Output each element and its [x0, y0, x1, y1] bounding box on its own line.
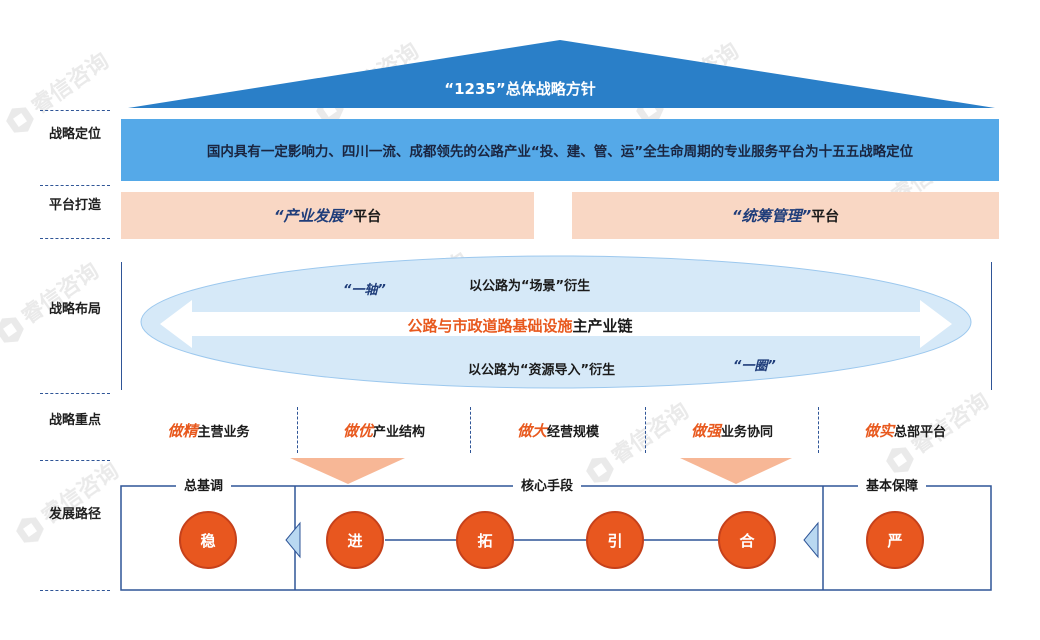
layout-source-text: 以公路为“资源导入”衍生 [468, 363, 616, 378]
focus-item-5: 做实总部平台 [819, 420, 991, 442]
focus-item-4-highlight: 做强 [690, 422, 721, 440]
layout-core: 公路与市政道路基础设施主产业链 [0, 315, 1040, 336]
path-group-tone: 总基调 [176, 475, 232, 494]
separator-1 [40, 110, 110, 111]
platform-industry: “产业发展”平台 [121, 192, 534, 239]
separator-3 [40, 238, 110, 239]
separator-6 [40, 590, 110, 591]
platform-management: “统筹管理”平台 [572, 192, 999, 239]
focus-item-5-text: 总部平台 [894, 425, 947, 440]
focus-divider-3 [645, 407, 646, 453]
row-label-path: 发展路径 [48, 507, 101, 522]
down-arrow-right [680, 458, 792, 484]
path-circle-1: 稳 [179, 511, 237, 569]
path-diagram [120, 458, 992, 591]
layout-ellipse [140, 255, 972, 389]
row-label-focus: 战略重点 [48, 413, 101, 428]
focus-item-3-text: 经营规模 [547, 425, 600, 440]
layout-circle-label: “一圈” [733, 359, 776, 374]
layout-right-line [991, 262, 992, 390]
focus-item-1: 做精主营业务 [121, 420, 296, 442]
path-group-core: 核心手段 [513, 475, 582, 494]
down-arrow-left [290, 458, 405, 484]
focus-divider-4 [818, 407, 819, 453]
path-group-guarantee: 基本保障 [858, 475, 927, 494]
path-circle-4: 引 [586, 511, 644, 569]
row-label-layout: 战略布局 [48, 302, 101, 317]
focus-divider-2 [470, 407, 471, 453]
double-arrow [160, 300, 952, 348]
right-pointer [803, 521, 819, 559]
focus-item-2-text: 产业结构 [373, 425, 426, 440]
path-frame [120, 485, 992, 591]
focus-item-3: 做大经营规模 [471, 420, 645, 442]
row-label-platform: 平台打造 [48, 198, 101, 213]
focus-item-1-text: 主营业务 [197, 425, 250, 440]
roof-shape [128, 40, 995, 108]
layout-left-line [121, 262, 122, 390]
focus-item-1-highlight: 做精 [167, 422, 198, 440]
focus-item-4-text: 业务协同 [721, 425, 774, 440]
path-circle-5: 合 [718, 511, 776, 569]
roof-title: “1235”总体战略方针 [444, 80, 596, 98]
platform-management-quote: “统筹管理” [731, 207, 812, 225]
layout-scene-text: 以公路为“场景”衍生 [469, 279, 591, 294]
focus-divider-1 [297, 407, 298, 453]
path-circle-6: 严 [866, 511, 924, 569]
separator-5 [40, 460, 110, 461]
path-circle-3: 拓 [456, 511, 514, 569]
row-label-positioning: 战略定位 [48, 127, 101, 142]
platform-industry-quote: “产业发展” [273, 207, 354, 225]
layout-core-highlight: 公路与市政道路基础设施 [407, 317, 573, 335]
separator-2 [40, 185, 110, 186]
focus-item-3-highlight: 做大 [516, 422, 547, 440]
positioning-text: 国内具有一定影响力、四川一流、成都领先的公路产业“投、建、管、运”全生命周期的专… [206, 144, 914, 160]
focus-item-5-highlight: 做实 [863, 422, 894, 440]
focus-item-2: 做优产业结构 [298, 420, 470, 442]
layout-axis-label: “一轴” [343, 283, 386, 298]
layout-core-suffix: 主产业链 [572, 317, 633, 335]
separator-4 [40, 393, 110, 394]
positioning-bar: 国内具有一定影响力、四川一流、成都领先的公路产业“投、建、管、运”全生命周期的专… [121, 119, 999, 181]
focus-item-2-highlight: 做优 [342, 422, 373, 440]
path-circle-2: 进 [326, 511, 384, 569]
focus-item-4: 做强业务协同 [646, 420, 818, 442]
left-pointer [285, 521, 301, 559]
platform-management-suffix: 平台 [811, 208, 840, 225]
platform-industry-suffix: 平台 [353, 208, 382, 225]
